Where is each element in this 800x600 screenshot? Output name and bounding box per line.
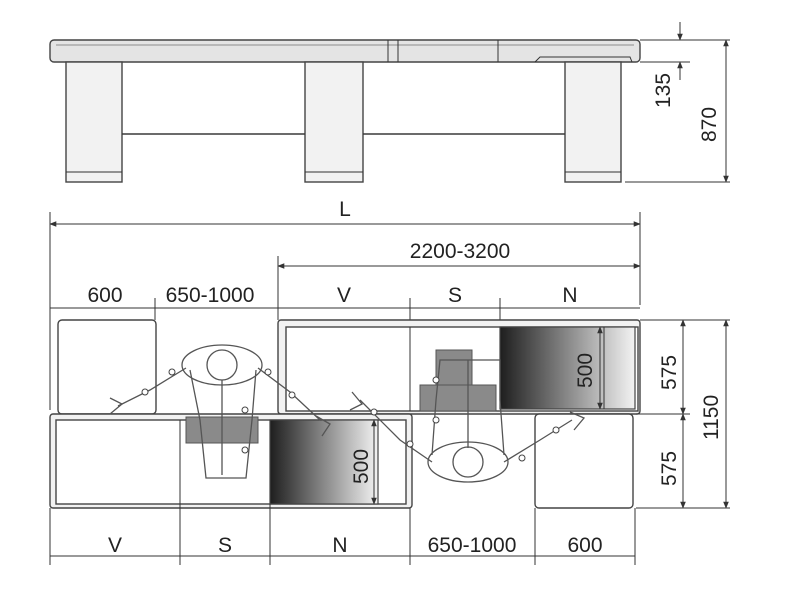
dim-650-1000-upper-label: 650-1000 (166, 284, 255, 307)
dim-2200-3200-label: 2200-3200 (410, 240, 510, 263)
seat-upper-base (419, 384, 497, 412)
dim-1150-label: 1150 (700, 395, 723, 440)
dim-575-lower-label: 575 (658, 451, 681, 486)
side-leg-left (65, 61, 123, 183)
side-elevation: 135 870 (49, 22, 730, 183)
dim-N-upper-label: N (562, 284, 577, 307)
drawer-500-upper-label: 500 (574, 353, 597, 388)
dim-S-lower-label: S (218, 534, 232, 557)
dim-600-upper-label: 600 (87, 284, 122, 307)
drawer-500-lower-label: 500 (350, 449, 373, 484)
plan-view: L 2200-3200 600 650-1000 V S N 500 500 (49, 198, 730, 565)
upper-drawer-N (499, 326, 636, 410)
lower-right-block (534, 413, 634, 509)
dim-V-upper-label: V (337, 284, 351, 307)
cashier-figure-right (349, 359, 586, 483)
counter-top (49, 39, 641, 63)
dim-575-upper-label: 575 (658, 355, 681, 390)
dim-870-label: 870 (698, 107, 721, 142)
side-leg-middle (304, 61, 364, 183)
cashier-figure-left (109, 344, 331, 479)
dim-V-lower-label: V (108, 534, 122, 557)
dim-L-label: L (339, 198, 351, 221)
upper-left-block (57, 319, 157, 415)
side-leg-right (564, 61, 622, 183)
dim-N-lower-label: N (332, 534, 347, 557)
dim-S-upper-label: S (448, 284, 462, 307)
dim-650-1000-lower-label: 650-1000 (428, 534, 517, 557)
dim-600-lower-label: 600 (567, 534, 602, 557)
dim-135-label: 135 (652, 73, 675, 108)
